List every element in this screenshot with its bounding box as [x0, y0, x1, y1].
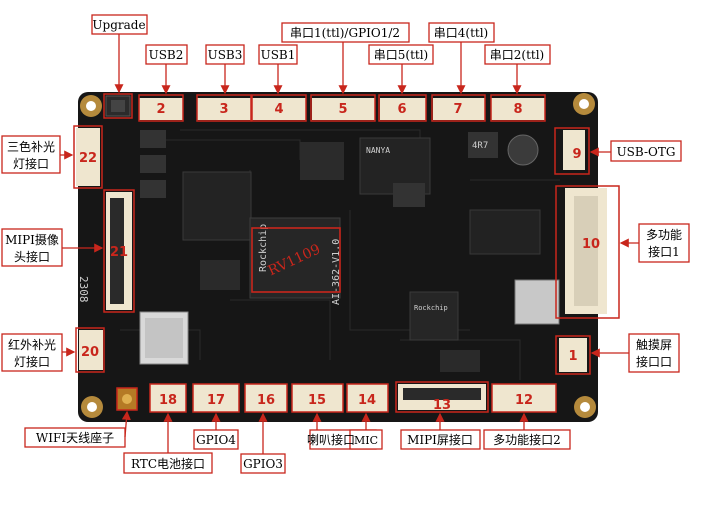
label-usb1: USB1 [261, 48, 296, 62]
connector-tricolor [76, 128, 100, 186]
connector-ir [79, 330, 103, 370]
transformer-part [514, 279, 560, 325]
soc-brand: Rockchip [258, 224, 269, 272]
label-mipi-camera-2: 头接口 [14, 249, 50, 264]
label-gpio4: GPIO4 [196, 433, 236, 447]
num-18: 18 [159, 393, 177, 408]
board-model: AI-362-V1.0 [331, 239, 342, 305]
capacitor [507, 134, 539, 166]
label-rtc: RTC电池接口 [131, 456, 205, 471]
soc-highlight-box [251, 227, 341, 293]
num-4: 4 [274, 102, 283, 117]
connector-touch [559, 338, 587, 372]
label-touch-1: 触摸屏 [636, 338, 672, 352]
label-gpio3: GPIO3 [243, 457, 283, 471]
flash-chip [182, 171, 252, 241]
connector-gpio3 [245, 384, 287, 412]
dram-label: NANYA [366, 146, 390, 155]
num-16: 16 [257, 393, 275, 408]
num-6: 6 [397, 102, 406, 117]
connector-usb-otg [563, 130, 585, 170]
connector-uart1 [312, 98, 375, 120]
connector-usb2 [139, 98, 183, 120]
num-22: 22 [79, 151, 97, 166]
label-multi1-1: 多功能 [646, 228, 682, 242]
label-upgrade: Upgrade [92, 18, 145, 32]
connector-mic [347, 384, 388, 412]
num-17: 17 [207, 393, 225, 408]
label-uart2: 串口2(ttl) [490, 48, 544, 62]
connector-rtc [150, 384, 186, 412]
pmic-chip [409, 291, 459, 341]
number-boxes [73, 93, 620, 413]
num-5: 5 [338, 102, 347, 117]
label-usb-otg: USB-OTG [617, 145, 676, 159]
label-uart1-gpio: 串口1(ttl)/GPIO1/2 [290, 26, 400, 40]
num-3: 3 [219, 102, 228, 117]
connector-usb1 [252, 98, 306, 120]
num-10: 10 [582, 237, 600, 252]
label-ir-1: 红外补光 [8, 337, 56, 352]
num-14: 14 [358, 393, 376, 408]
label-mipi-screen: MIPI屏接口 [407, 432, 473, 447]
connector-speaker [292, 384, 343, 412]
mounting-hole-tr [573, 93, 595, 115]
label-boxes [1, 14, 690, 474]
label-tricolor-1: 三色补光 [7, 140, 55, 154]
label-touch-2: 接口口 [636, 354, 672, 369]
leader-arrows [60, 34, 639, 454]
label-mipi-camera-1: MIPI摄像 [5, 232, 59, 247]
pcb-board: Rockchip NANYA Rockchip 4R7 AI-362-V1.0 … [76, 92, 607, 422]
label-tricolor-2: 灯接口 [13, 156, 49, 171]
connector-usb3 [197, 98, 251, 120]
board-date: 2308 [77, 276, 90, 303]
mounting-hole-br [574, 396, 596, 418]
mounting-hole-bl [81, 396, 103, 418]
num-1: 1 [568, 349, 577, 364]
connector-multi2 [492, 384, 556, 412]
num-8: 8 [513, 102, 522, 117]
label-wifi: WIFI天线座子 [36, 430, 114, 445]
inductor-label: 4R7 [472, 141, 488, 151]
label-uart4: 串口4(ttl) [434, 26, 488, 40]
ic-right [469, 209, 541, 255]
label-multi2: 多功能接口2 [493, 432, 561, 447]
label-uart5: 串口5(ttl) [374, 48, 428, 62]
label-speaker: 喇叭接口 [307, 432, 355, 447]
num-15: 15 [308, 393, 326, 408]
label-usb3: USB3 [208, 48, 243, 62]
num-7: 7 [453, 102, 462, 117]
num-9: 9 [572, 147, 581, 162]
connector-gpio4 [193, 384, 239, 412]
connector-uart5 [380, 98, 426, 120]
mounting-hole-tl [80, 95, 102, 117]
num-20: 20 [81, 345, 99, 360]
pmic-brand: Rockchip [414, 304, 448, 312]
num-13: 13 [433, 398, 451, 413]
connector-uart2 [491, 98, 545, 120]
num-12: 12 [515, 393, 533, 408]
label-mic: MIC [354, 434, 378, 447]
small-ic [300, 142, 344, 180]
label-usb2: USB2 [149, 48, 184, 62]
inductor [468, 132, 498, 158]
num-2: 2 [156, 102, 165, 117]
label-ir-2: 灯接口 [14, 354, 50, 369]
num-21: 21 [110, 245, 128, 260]
label-multi1-2: 接口1 [648, 244, 680, 259]
connector-uart4 [433, 98, 485, 120]
soc-chip [249, 217, 341, 299]
